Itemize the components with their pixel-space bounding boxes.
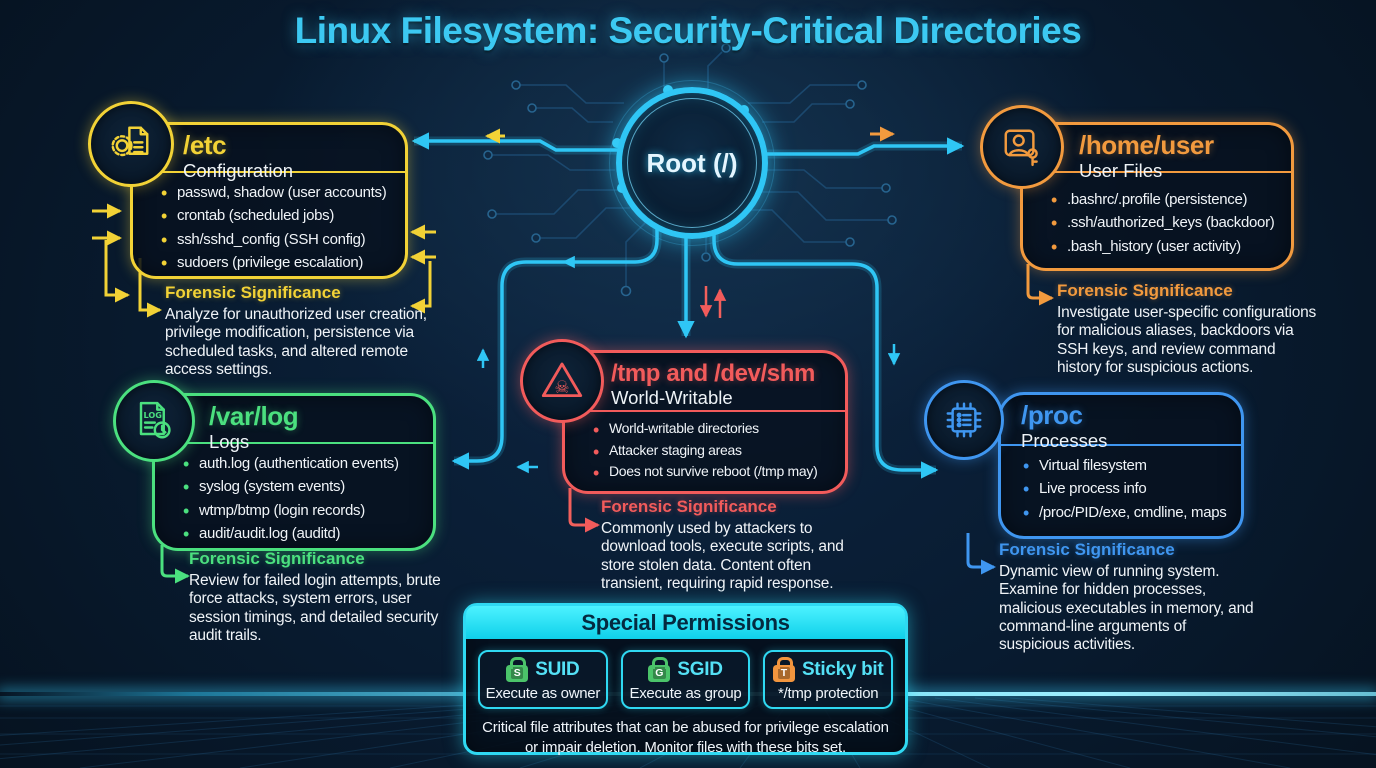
forensic-heading: Forensic Significance [601, 497, 777, 516]
proc-icon-circle [924, 380, 1004, 460]
list-item: crontab (scheduled jobs) [161, 203, 401, 231]
bullet-list: .bashrc/.profile (persistence) .ssh/auth… [1023, 187, 1287, 262]
skull-warning-icon: ☠ [541, 362, 583, 398]
proc-forensic-note: Forensic Significance Dynamic view of ru… [999, 540, 1255, 654]
svg-text:LOG: LOG [143, 410, 162, 420]
bullet-list: auth.log (authentication events) syslog … [155, 451, 429, 549]
list-item: World-writable directories [593, 417, 841, 444]
suid-chip: S SUID Execute as owner [478, 650, 608, 709]
permission-name: Sticky bit [801, 659, 884, 680]
directory-path: /home/user [1079, 130, 1214, 160]
directory-card-tmp: /tmp and /dev/shm World-Writable World-w… [562, 350, 848, 494]
permission-description: */tmp protection [778, 685, 879, 702]
log-file-clock-icon: LOG [139, 401, 171, 439]
svg-text:☠: ☠ [554, 378, 569, 398]
lock-icon: S [506, 656, 529, 682]
home-icon-circle [980, 105, 1064, 189]
directory-path: /etc [183, 130, 227, 160]
directory-card-etc: /etc Configuration passwd, shadow (user … [130, 122, 408, 279]
special-permissions-title: Special Permissions [466, 606, 905, 639]
lock-icon: G [648, 656, 671, 682]
list-item: .bash_history (user activity) [1051, 233, 1287, 261]
forensic-heading: Forensic Significance [189, 549, 365, 568]
list-item: ssh/sshd_config (SSH config) [161, 226, 401, 254]
list-item: passwd, shadow (user accounts) [161, 180, 401, 208]
bullet-list: Virtual filesystem Live process info /pr… [1001, 453, 1237, 528]
home-forensic-note: Forensic Significance Investigate user-s… [1057, 281, 1319, 377]
forensic-heading: Forensic Significance [165, 283, 341, 302]
lock-letter: G [652, 667, 666, 679]
varlog-forensic-note: Forensic Significance Review for failed … [189, 549, 457, 645]
permission-description: Execute as owner [485, 685, 601, 702]
directory-subtitle: User Files [1079, 159, 1163, 181]
list-item: auth.log (authentication events) [183, 451, 429, 479]
lock-icon: T [772, 656, 795, 682]
sgid-chip: G SGID Execute as group [620, 650, 751, 709]
list-item: sudoers (privilege escalation) [161, 250, 401, 278]
forensic-text: Review for failed login attempts, brute … [189, 572, 441, 644]
list-item: .ssh/authorized_keys (backdoor) [1051, 210, 1287, 238]
tmp-forensic-note: Forensic Significance Commonly used by a… [601, 497, 867, 593]
permission-name: SUID [535, 659, 580, 680]
list-item: wtmp/btmp (login records) [183, 497, 429, 525]
forensic-heading: Forensic Significance [999, 540, 1175, 559]
card-header: /home/user User Files [1023, 125, 1291, 181]
list-item: Does not survive reboot (/tmp may) [593, 460, 841, 487]
directory-path: /tmp and /dev/shm [611, 360, 815, 387]
card-header: /tmp and /dev/shm World-Writable [565, 353, 845, 412]
lock-letter: S [511, 667, 524, 679]
permission-name: SGID [677, 659, 723, 680]
forensic-heading: Forensic Significance [1057, 281, 1233, 300]
etc-forensic-note: Forensic Significance Analyze for unauth… [165, 283, 431, 379]
tmp-icon-circle: ☠ [520, 339, 604, 423]
directory-path: /proc [1021, 400, 1083, 430]
directory-subtitle: Logs [209, 430, 250, 452]
permission-chips-row: S SUID Execute as owner G SGID Execute a… [478, 650, 894, 709]
varlog-icon-circle: LOG [113, 380, 195, 462]
special-permissions-panel: Special Permissions S SUID Execute as ow… [463, 603, 908, 756]
card-header: /var/log Logs [155, 396, 433, 452]
directory-path: /var/log [209, 401, 299, 431]
list-item: Virtual filesystem [1023, 453, 1237, 481]
directory-subtitle: Processes [1021, 429, 1108, 451]
card-header: /proc Processes [1001, 395, 1241, 451]
forensic-text: Investigate user-specific configurations… [1057, 304, 1317, 376]
root-node-label: Root (/) [646, 147, 738, 178]
bullet-list: passwd, shadow (user accounts) crontab (… [133, 180, 401, 278]
etc-icon-circle [88, 101, 174, 187]
directory-card-varlog: /var/log Logs auth.log (authentication e… [152, 393, 436, 551]
page-title: Linux Filesystem: Security-Critical Dire… [294, 10, 1082, 51]
permission-description: Execute as group [629, 685, 742, 702]
forensic-text: Analyze for unauthorized user creation, … [165, 306, 427, 378]
cpu-chip-icon [946, 402, 982, 438]
lock-letter: T [778, 667, 790, 679]
forensic-text: Dynamic view of running system. Examine … [999, 563, 1254, 654]
directory-card-home: /home/user User Files .bashrc/.profile (… [1020, 122, 1294, 271]
list-item: /proc/PID/exe, cmdline, maps [1023, 499, 1237, 527]
directory-card-proc: /proc Processes Virtual filesystem Live … [998, 392, 1244, 539]
card-header: /etc Configuration [133, 125, 405, 181]
directory-subtitle: Configuration [183, 159, 294, 181]
user-key-icon [1004, 129, 1038, 167]
list-item: .bashrc/.profile (persistence) [1051, 187, 1287, 215]
list-item: Live process info [1023, 476, 1237, 504]
list-item: Attacker staging areas [593, 439, 841, 466]
list-item: syslog (system events) [183, 474, 429, 502]
sticky-bit-chip: T Sticky bit */tmp protection [763, 650, 894, 709]
forensic-text: Commonly used by attackers to download t… [601, 520, 844, 592]
directory-subtitle: World-Writable [611, 387, 733, 409]
bullet-list: World-writable directories Attacker stag… [565, 417, 841, 488]
root-node: Root (/) [609, 80, 775, 246]
special-permissions-note: Critical file attributes that can be abu… [482, 719, 889, 756]
gear-document-icon [111, 126, 149, 157]
list-item: audit/audit.log (auditd) [183, 521, 429, 549]
